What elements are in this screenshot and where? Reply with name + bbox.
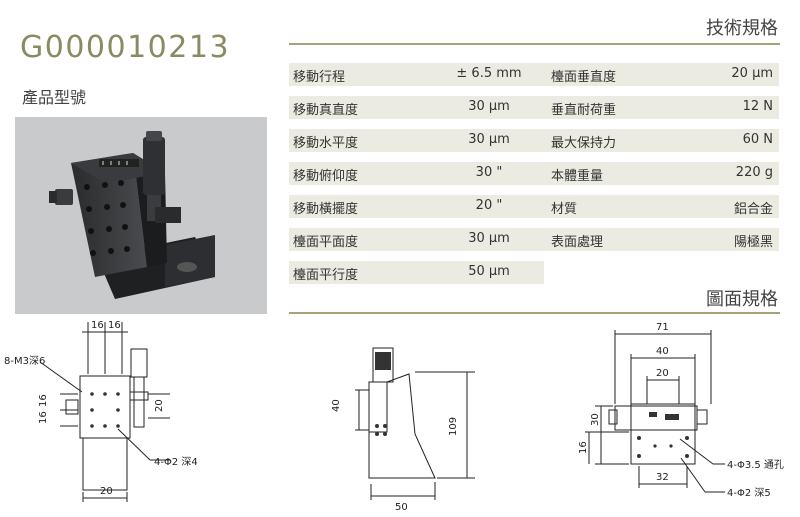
dim-32: 32	[656, 472, 669, 483]
product-code: G000010213	[20, 30, 231, 65]
spec-row: 移動水平度 30 µm 最大保持力 60 N	[289, 129, 779, 152]
dim-30: 30	[590, 413, 601, 426]
dim-20: 20	[656, 368, 669, 379]
dim-40: 40	[656, 346, 669, 357]
spec-label: 檯面平面度	[293, 235, 359, 250]
dim-16: 16	[578, 441, 589, 454]
spec-label: 最大保持力	[551, 136, 617, 151]
dim-20: 20	[154, 399, 165, 412]
dim-16: 16	[108, 320, 121, 331]
dim-109: 109	[448, 417, 459, 436]
spec-value: 30 µm	[468, 231, 510, 246]
spec-row: 移動橫擺度 20 " 材質 鋁合金	[289, 195, 779, 218]
dim-16: 16	[38, 411, 49, 424]
drawing-section-title: 圖面規格	[706, 289, 778, 310]
dim-50: 50	[395, 502, 408, 513]
spec-section-title: 技術規格	[706, 18, 778, 39]
spec-value: 30 µm	[468, 99, 510, 114]
spec-label: 檯面垂直度	[551, 70, 617, 85]
product-photo	[15, 117, 267, 314]
side-view-drawing: 40 109 50	[331, 347, 475, 513]
spec-label: 移動橫擺度	[293, 202, 359, 217]
spec-value: 220 g	[735, 165, 773, 180]
spec-value: 12 N	[742, 99, 773, 114]
spec-row: 檯面平面度 30 µm 表面處理 陽極黑	[289, 228, 779, 251]
spec-label: 檯面平行度	[293, 268, 359, 283]
spec-label: 材質	[551, 202, 578, 217]
spec-label: 垂直耐荷重	[551, 103, 617, 118]
dim-16: 16	[91, 320, 104, 331]
spec-value: 30 "	[475, 165, 503, 180]
drawing-divider	[289, 312, 780, 314]
spec-value: 20 µm	[731, 66, 773, 81]
spec-label: 表面處理	[551, 235, 604, 250]
dim-pin-holes: 4-Φ2 深5	[727, 487, 771, 499]
spec-label: 本體重量	[551, 169, 604, 184]
dim-pin-holes: 4-Φ2 深4	[154, 456, 198, 468]
dim-thread-holes: 8-M3深6	[4, 355, 45, 367]
spec-label: 移動行程	[293, 70, 346, 85]
dim-through-holes: 4-Φ3.5 通孔	[727, 459, 784, 471]
dim-40: 40	[331, 399, 342, 412]
spec-row: 移動俯仰度 30 " 本體重量 220 g	[289, 162, 779, 185]
top-view-drawing: 71 40 20 30 16 32 4-Φ3.5 通孔 4-Φ2 深5	[578, 322, 784, 499]
product-model-label: 產品型號	[22, 88, 87, 107]
spec-label: 移動俯仰度	[293, 169, 359, 184]
dim-16: 16	[38, 394, 49, 407]
spec-row: 移動真直度 30 µm 垂直耐荷重 12 N	[289, 96, 779, 119]
spec-label: 移動水平度	[293, 136, 359, 151]
dim-71: 71	[656, 322, 669, 333]
spec-value: 30 µm	[468, 132, 510, 147]
spec-value: ± 6.5 mm	[456, 66, 522, 81]
spec-row: 檯面平行度 50 µm	[289, 261, 544, 284]
spec-value: 50 µm	[468, 264, 510, 279]
spec-label: 移動真直度	[293, 103, 359, 118]
spec-row: 移動行程 ± 6.5 mm 檯面垂直度 20 µm	[289, 63, 779, 86]
spec-value: 陽極黑	[733, 235, 773, 250]
spec-divider	[289, 43, 780, 45]
spec-value: 鋁合金	[733, 202, 773, 217]
front-view-drawing: 16 16 8-M3深6 16 16 20 4-Φ2 深4 20	[4, 320, 198, 502]
spec-value: 60 N	[742, 132, 773, 147]
dim-20: 20	[100, 486, 113, 497]
spec-value: 20 "	[475, 198, 503, 213]
